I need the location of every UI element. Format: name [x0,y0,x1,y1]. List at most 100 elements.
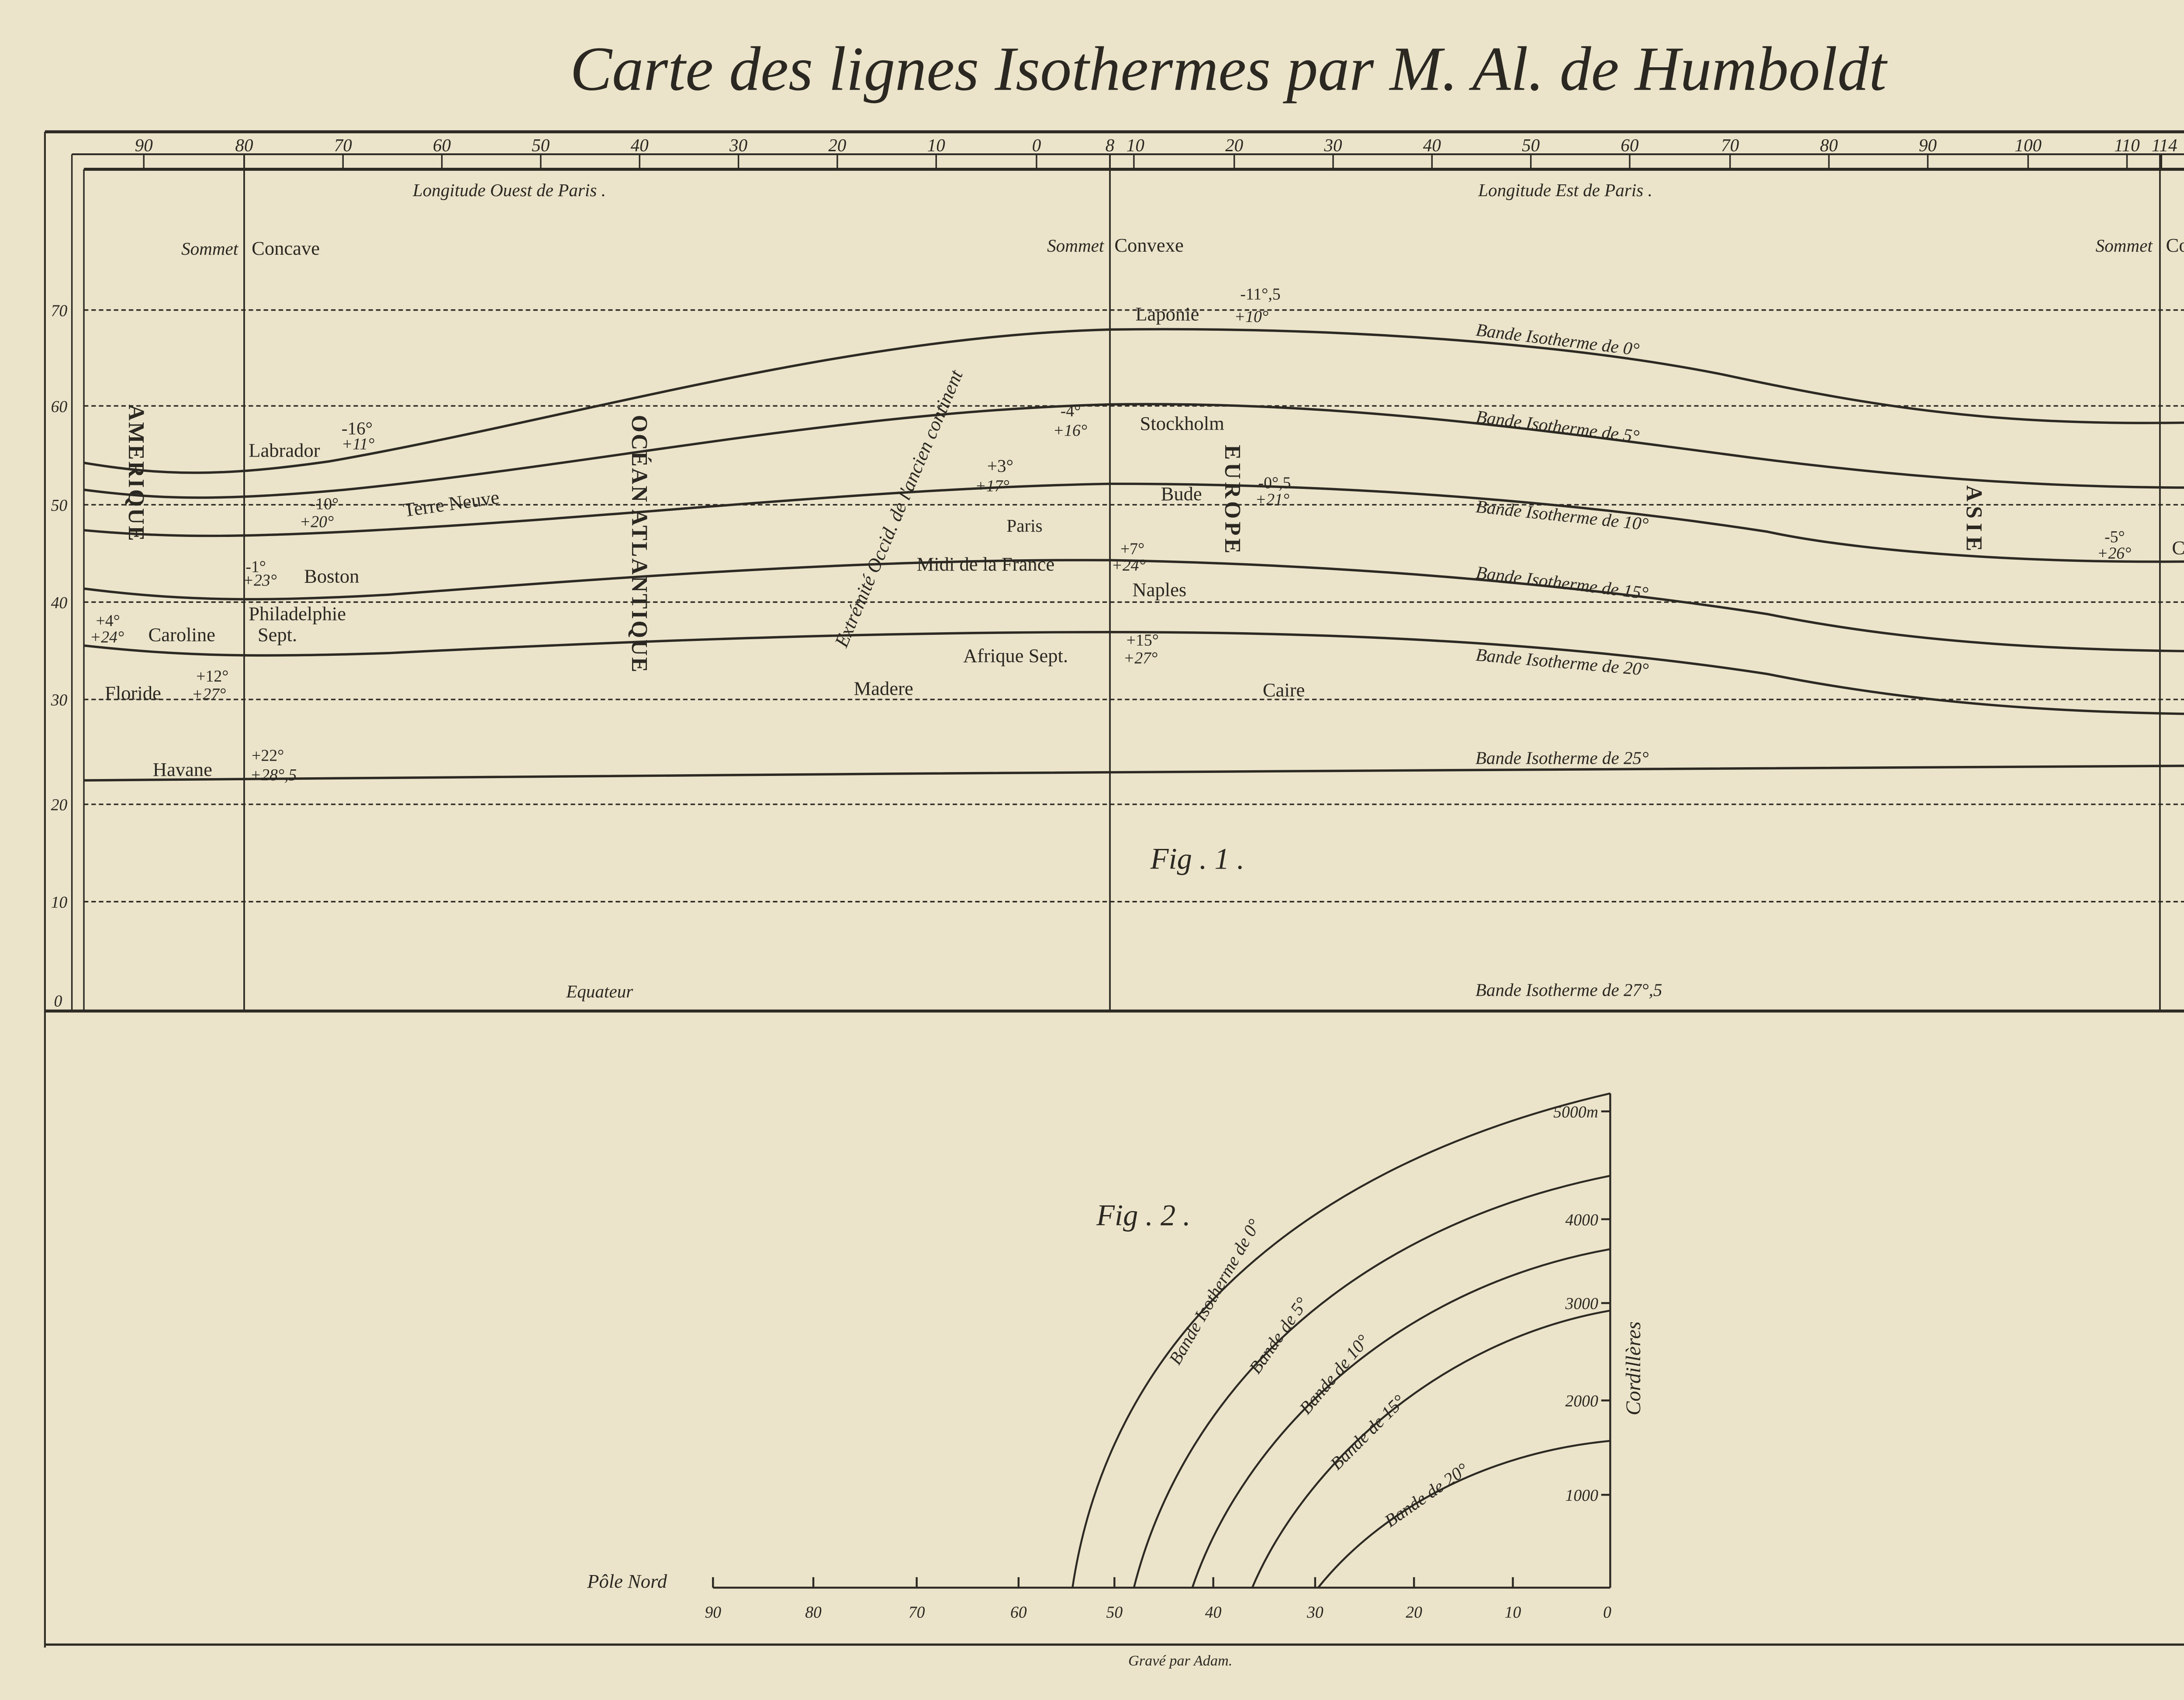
svg-text:60: 60 [51,398,68,416]
lat-labels-left: 70 60 50 40 30 20 10 0 [51,301,68,1010]
svg-text:Sommet: Sommet [181,239,239,259]
svg-text:90: 90 [135,135,153,155]
svg-text:-10°: -10° [310,495,339,513]
svg-text:40: 40 [1205,1603,1222,1621]
svg-text:Longitude Ouest de Paris .: Longitude Ouest de Paris . [412,180,606,200]
svg-text:70: 70 [909,1603,925,1621]
svg-text:Naples: Naples [1132,578,1186,600]
svg-text:10: 10 [1505,1603,1521,1621]
svg-text:+20°: +20° [300,513,334,531]
svg-text:+17°: +17° [975,477,1009,495]
svg-text:+16°: +16° [1053,422,1087,440]
svg-text:8: 8 [1106,135,1115,155]
isotherm-15 [83,559,2184,652]
svg-text:20: 20 [1406,1603,1422,1621]
svg-text:+23°: +23° [243,571,277,589]
fig2-label: Fig . 2 . [1096,1198,1190,1232]
svg-text:100: 100 [2015,135,2042,155]
svg-text:40: 40 [51,594,68,612]
svg-text:70: 70 [334,135,352,155]
svg-text:Havane: Havane [153,758,212,780]
svg-text:+27°: +27° [192,685,226,703]
svg-text:+7°: +7° [1120,540,1144,558]
svg-text:90: 90 [705,1603,721,1621]
svg-text:Bande de 5°: Bande de 5° [1245,1294,1312,1377]
svg-text:Bande Isotherme de 10°: Bande Isotherme de 10° [1475,496,1649,534]
svg-text:5000m: 5000m [1553,1103,1598,1121]
svg-text:Convexe: Convexe [1114,234,1183,256]
svg-text:Madere: Madere [854,678,913,699]
chart-title: Carte des lignes Isothermes par M. Al. d… [570,35,1888,104]
svg-text:30: 30 [1324,135,1342,155]
svg-text:3000: 3000 [1565,1295,1599,1313]
svg-text:80: 80 [805,1603,822,1621]
band-labels: Bande Isotherme de 0° Bande Isotherme de… [566,319,1662,1001]
svg-text:-4°: -4° [1061,402,1081,420]
svg-text:-0°,5: -0°,5 [1258,474,1291,492]
svg-text:2000: 2000 [1565,1392,1599,1410]
svg-text:60: 60 [1621,135,1639,155]
region-ocean: OCÉAN ATLANTIQUE [627,415,652,674]
isotherm-25 [84,764,2184,782]
svg-text:+21°: +21° [1255,490,1289,509]
top-axis [143,154,2163,170]
svg-text:Chine: Chine [2172,537,2184,558]
svg-text:Paris: Paris [1006,516,1042,536]
svg-text:Philadelphie: Philadelphie [249,602,346,624]
place-labels: Labrador -16° +11° -10° +20° Terre Neuve… [90,285,2184,784]
svg-text:Bude: Bude [1161,483,1202,505]
svg-text:Bande Isotherme de 0°: Bande Isotherme de 0° [1475,319,1641,359]
svg-text:+11°: +11° [342,435,374,453]
isotherm-0 [83,328,2184,474]
fig2-curve-0 [1071,1092,1610,1588]
svg-text:Sept.: Sept. [258,623,297,645]
engraver-credit: Gravé par Adam. [1128,1652,1232,1669]
svg-text:20: 20 [828,135,847,155]
svg-text:60: 60 [433,135,451,155]
svg-text:Boston: Boston [304,565,359,587]
svg-text:Floride: Floride [105,682,161,704]
svg-text:Labrador: Labrador [249,440,320,461]
svg-text:50: 50 [1522,135,1540,155]
svg-text:20: 20 [1225,135,1244,155]
svg-text:0: 0 [54,992,62,1011]
isotherm-20 [83,630,2184,715]
svg-text:40: 40 [631,135,649,155]
fig2-band-labels: Bande Isotherme de 0° Bande de 5° Bande … [1165,1215,1472,1531]
fig2-curve-5 [1133,1174,1610,1588]
svg-text:Bande Isotherme de 25°: Bande Isotherme de 25° [1476,748,1649,768]
svg-text:20: 20 [51,796,68,814]
svg-text:+12°: +12° [196,667,228,686]
svg-text:+24°: +24° [90,628,124,647]
fig2-y-labels: 5000m 4000 3000 2000 1000 [1553,1103,1598,1505]
svg-text:+26°: +26° [2097,544,2131,563]
svg-text:Caroline: Caroline [148,623,215,645]
svg-text:Sommet: Sommet [2096,235,2153,256]
svg-text:+15°: +15° [1127,631,1159,650]
svg-text:+4°: +4° [96,612,120,630]
isotherm-10 [83,482,2184,563]
svg-text:Sommet: Sommet [1047,235,1105,256]
svg-text:1000: 1000 [1565,1486,1599,1505]
svg-text:Bande Isotherme de 0°: Bande Isotherme de 0° [1165,1215,1265,1368]
svg-text:30: 30 [51,691,68,710]
svg-text:-16°: -16° [342,418,373,438]
svg-text:Stockholm: Stockholm [1140,412,1224,434]
extremite-label: Extrémité Occid. de l'ancien continent [830,366,967,651]
svg-text:30: 30 [729,135,748,155]
latitude-gridlines [84,309,2184,903]
svg-text:Terre Neuve: Terre Neuve [402,486,501,521]
fig2-curves [1071,1092,1610,1589]
cordilleres-label: Cordillères [1622,1322,1645,1416]
frame [44,130,2184,1648]
svg-text:90: 90 [1919,135,1937,155]
svg-text:+24°: +24° [1111,556,1145,575]
fig1-label: Fig . 1 . [1150,842,1244,875]
fig2-axes [712,1093,1611,1589]
svg-text:Concave: Concave [252,237,320,259]
svg-text:40: 40 [1423,135,1441,155]
svg-text:Laponie: Laponie [1135,303,1199,325]
svg-text:+3°: +3° [987,456,1013,476]
svg-text:-11°,5: -11°,5 [1240,285,1280,304]
